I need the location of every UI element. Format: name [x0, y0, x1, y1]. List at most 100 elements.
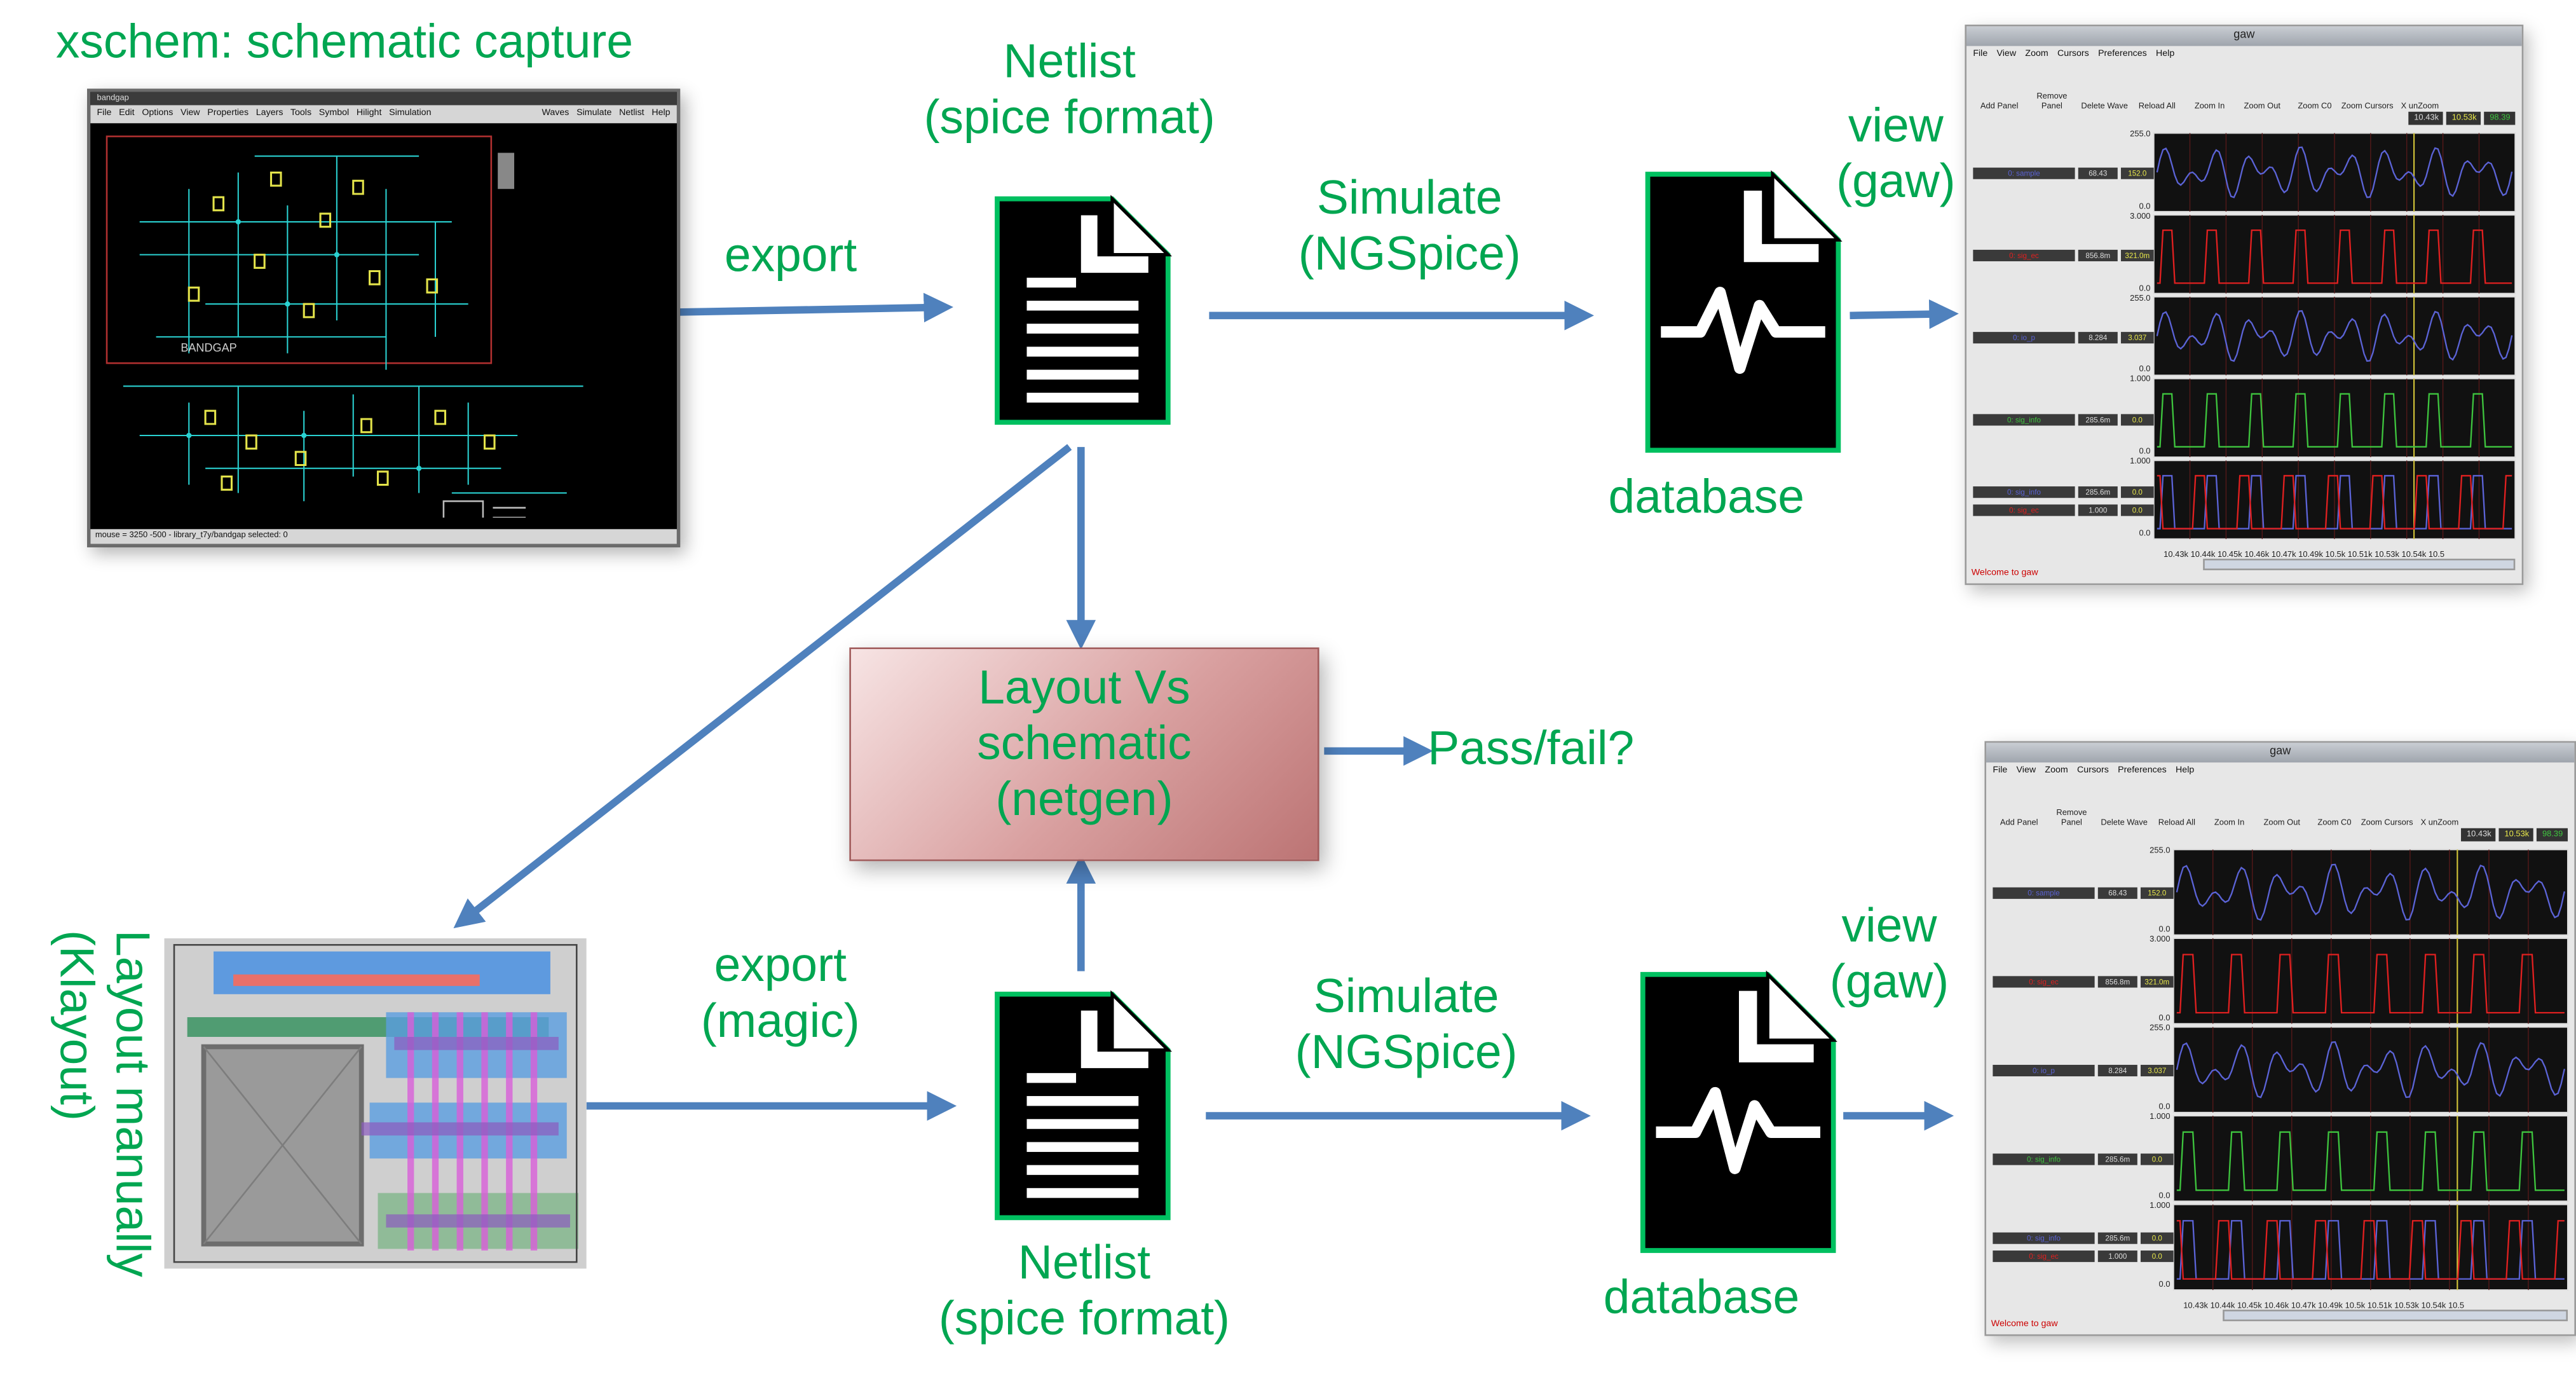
gaw-toolbar-button[interactable]: Reload All	[2138, 102, 2176, 112]
wave-name-button[interactable]: 0: sig_ec	[1973, 250, 2075, 262]
panel-top-value: 255.0	[2150, 1024, 2171, 1034]
gaw-toolbar-button[interactable]: Zoom C0	[2298, 102, 2332, 112]
wave-name-button[interactable]: 0: sig_info	[1993, 1154, 2095, 1166]
wave-value-1: 68.43	[2097, 887, 2137, 900]
gaw-welcome-message: Welcome to gaw	[1971, 568, 2038, 579]
gaw-toolbar-button[interactable]: Add Panel	[2000, 818, 2038, 828]
bottom-database-label: database	[1603, 1271, 1800, 1325]
wave-name-button[interactable]: 0: sig_ec	[1993, 976, 2095, 989]
wave-value-2: 3.037	[2120, 332, 2154, 344]
bottom-export-label: export (magic)	[674, 940, 887, 1052]
panel-top-value: 3.000	[2130, 211, 2151, 222]
gaw-toolbar-button[interactable]: Remove Panel	[2056, 808, 2087, 828]
document-icon	[995, 195, 1173, 425]
panel-bottom-value: 0.0	[2158, 1280, 2171, 1291]
wave-value-2: 321.0m	[2120, 250, 2154, 262]
wave-name-button[interactable]: 0: sig_info	[1973, 486, 2075, 498]
wave-value-1: 285.6m	[2097, 1233, 2137, 1245]
wave-value-1: 8.284	[2078, 332, 2118, 344]
panel-top-value: 1.000	[2130, 457, 2151, 467]
waveform-trace	[2157, 393, 2512, 448]
wave-name-button[interactable]: 0: sig_ec	[1973, 504, 2075, 516]
top-export-label: export	[724, 230, 857, 283]
wave-value-2: 152.0	[2120, 168, 2154, 180]
bandgap-block-label: BANDGAP	[181, 341, 236, 354]
layout-line-1: Layout manually	[105, 929, 158, 1277]
wave-name-button[interactable]: 0: sig_info	[1973, 413, 2075, 425]
view-line: view	[1848, 100, 1944, 153]
gaw-scrollbar[interactable]	[2203, 558, 2516, 570]
wave-name-button[interactable]: 0: sig_info	[1993, 1233, 2095, 1245]
gaw-menubar: File View Zoom Cursors Preferences Help	[1993, 765, 2195, 776]
gaw-toolbar-button[interactable]: Zoom Cursors	[2361, 818, 2413, 828]
gaw-toolbar-button[interactable]: X unZoom	[2401, 102, 2439, 112]
wave-value-1: 285.6m	[2097, 1154, 2137, 1166]
cursor-value: 10.43k	[2462, 828, 2497, 842]
schematic-canvas: BANDGAP	[106, 135, 583, 518]
panel-top-value: 255.0	[2130, 130, 2151, 140]
layout-line-2: (Klayout)	[49, 929, 102, 1121]
arrow-export-top	[673, 292, 953, 323]
cursor-value: 98.39	[2484, 111, 2516, 125]
waveform-trace	[2156, 310, 2513, 362]
diagram-title: xschem: schematic capture	[55, 16, 634, 69]
gaw-waveform-area	[2153, 132, 2516, 540]
gaw-toolbar-button[interactable]: Delete Wave	[2081, 102, 2128, 112]
waveform-trace	[2157, 475, 2512, 530]
gaw-toolbar-button[interactable]: Remove Panel	[2036, 92, 2068, 112]
gaw-toolbar-button[interactable]: Zoom Cursors	[2341, 102, 2394, 112]
simulator-line: (NGSpice)	[1298, 228, 1521, 281]
gaw-toolbar-button[interactable]: Delete Wave	[2101, 818, 2148, 828]
wave-name-button[interactable]: 0: io_p	[1993, 1065, 2095, 1077]
gaw-toolbar-button[interactable]: Add Panel	[1980, 102, 2019, 112]
netlist-format-line: (spice format)	[923, 92, 1215, 145]
gaw-toolbar-button[interactable]: X unZoom	[2420, 818, 2459, 828]
top-view-label: view (gaw)	[1820, 100, 1972, 212]
gaw-welcome-message: Welcome to gaw	[1991, 1319, 2058, 1330]
gaw-toolbar-button[interactable]: Zoom In	[2194, 102, 2225, 112]
gaw-toolbar-button[interactable]: Zoom In	[2214, 818, 2245, 828]
panel-top-value: 3.000	[2150, 935, 2171, 945]
cursor-value: 98.39	[2537, 828, 2568, 842]
simulate-line: Simulate	[1313, 971, 1499, 1024]
wave-value-2: 0.0	[2140, 1154, 2174, 1166]
lvs-box: Layout Vs schematic (netgen)	[849, 647, 1319, 861]
wave-name-button[interactable]: 0: sig_ec	[1993, 1251, 2095, 1263]
panel-bottom-value: 0.0	[2158, 1013, 2171, 1024]
wave-name-button[interactable]: 0: sample	[1973, 168, 2075, 180]
gaw-scrollbar[interactable]	[2223, 1310, 2568, 1322]
waveform-trace	[2157, 229, 2512, 284]
panel-bottom-value: 0.0	[2158, 925, 2171, 935]
lvs-line-3: (netgen)	[995, 774, 1173, 826]
gaw-waveform-area	[2172, 849, 2569, 1291]
gaw-toolbar-button[interactable]: Zoom C0	[2317, 818, 2352, 828]
wave-name-button[interactable]: 0: sample	[1993, 887, 2095, 900]
panel-bottom-value: 0.0	[2139, 365, 2151, 376]
bottom-netlist-label: Netlist (spice format)	[920, 1237, 1248, 1348]
magic-line: (magic)	[700, 996, 860, 1048]
gaw-line: (gaw)	[1829, 956, 1949, 1009]
lvs-line-2: schematic	[977, 718, 1192, 771]
document-icon	[995, 990, 1173, 1221]
panel-top-value: 1.000	[2130, 375, 2151, 385]
bottom-view-label: view (gaw)	[1814, 900, 1965, 1011]
gaw-toolbar-button[interactable]: Zoom Out	[2244, 102, 2280, 112]
wave-value-1: 68.43	[2078, 168, 2118, 180]
xschem-statusbar: mouse = 3250 -500 - library_t7y/bandgap …	[90, 529, 677, 544]
netlist-line: Netlist	[1003, 36, 1136, 89]
gaw-toolbar-button[interactable]: Zoom Out	[2263, 818, 2301, 828]
panel-top-value: 1.000	[2150, 1201, 2171, 1211]
gaw-toolbar-button[interactable]: Reload All	[2158, 818, 2195, 828]
wave-name-button[interactable]: 0: io_p	[1973, 332, 2075, 344]
xschem-menubar: File Edit Options View Properties Layers…	[90, 105, 677, 123]
wave-value-1: 285.6m	[2078, 486, 2118, 498]
